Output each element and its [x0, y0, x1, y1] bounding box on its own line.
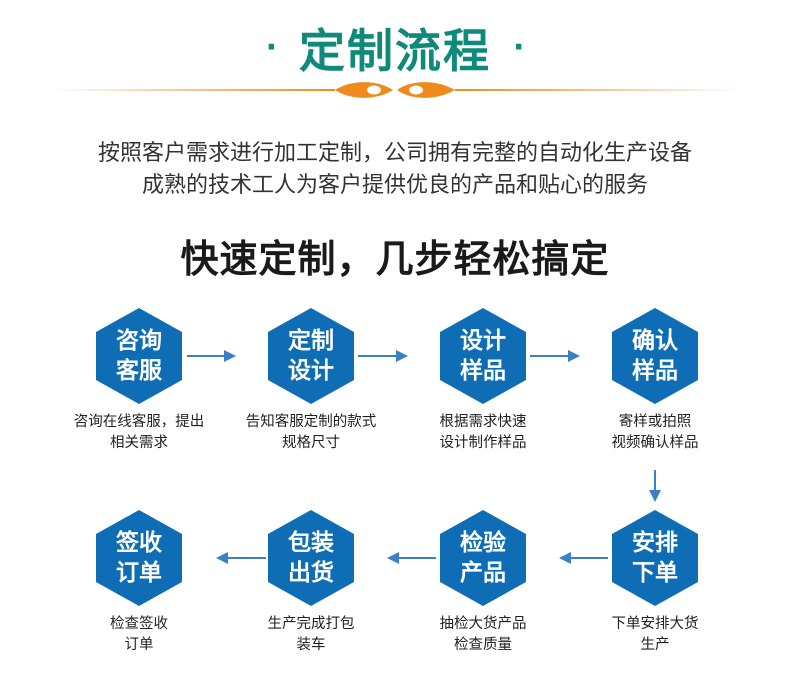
arrow-5-6-head [559, 552, 571, 564]
step-label: 定制 [288, 328, 334, 354]
step-description: 抽检大货产品 检查质量 [398, 614, 568, 656]
intro-text: 按照客户需求进行加工定制，公司拥有完整的自动化生产设备 成熟的技术工人为客户提供… [0, 138, 790, 202]
step-label: 检验 [460, 530, 506, 556]
step-desc-line: 告知客服定制的款式 [245, 414, 377, 430]
step-label: 安排 [632, 530, 678, 556]
step-desc-line: 规格尺寸 [282, 435, 340, 451]
step-description: 告知客服定制的款式 规格尺寸 [226, 412, 396, 454]
title-dot-right: · [513, 30, 525, 65]
step-description: 根据需求快速 设计制作样品 [398, 412, 568, 454]
step-desc-line: 装车 [296, 637, 326, 653]
arrow-6-7-head [387, 552, 399, 564]
headline: 快速定制，几步轻松搞定 [180, 237, 610, 281]
step-desc-line: 下单安排大货 [611, 616, 699, 632]
step-desc-line: 咨询在线客服，提出 [73, 414, 205, 430]
step-label: 订单 [116, 560, 162, 586]
step-label: 签收 [116, 530, 162, 556]
arrow-2-3-head [396, 350, 408, 362]
step-desc-line: 设计制作样品 [439, 435, 527, 451]
step-pack-ship: 包装出货 [268, 510, 354, 606]
step-inspect-product: 检验产品 [440, 510, 526, 606]
arrow-1-2-head [224, 350, 236, 362]
step-label: 包装 [288, 530, 334, 556]
step-desc-line: 寄样或拍照 [618, 414, 692, 430]
step-description: 咨询在线客服，提出 相关需求 [54, 412, 224, 454]
arrow-4-5-head [649, 490, 661, 502]
step-custom-design: 定制设计 [268, 308, 354, 404]
step-description: 寄样或拍照 视频确认样品 [570, 412, 740, 454]
title-divider-ornament [50, 82, 740, 98]
page-title: 定制流程 [299, 24, 491, 78]
step-label: 样品 [460, 358, 506, 384]
step-desc-line: 相关需求 [110, 435, 168, 451]
step-desc-line: 视频确认样品 [611, 435, 699, 451]
intro-line-2: 成熟的技术工人为客户提供优良的产品和贴心的服务 [141, 173, 648, 198]
step-label: 咨询 [116, 328, 162, 354]
step-label: 样品 [632, 358, 678, 384]
step-label: 设计 [460, 328, 506, 354]
title-dot-left: · [265, 30, 277, 65]
arrow-7-8-head [216, 552, 228, 564]
step-desc-line: 检查质量 [454, 637, 512, 653]
step-desc-line: 订单 [124, 637, 154, 653]
title-row: · 定制流程 · [0, 18, 790, 78]
step-desc-line: 生产完成打包 [267, 616, 355, 632]
step-desc-line: 生产 [640, 637, 670, 653]
step-desc-line: 检查签收 [110, 616, 168, 632]
step-label: 设计 [288, 358, 334, 384]
step-label: 出货 [288, 560, 334, 586]
step-label: 客服 [116, 358, 162, 384]
intro-line-1: 按照客户需求进行加工定制，公司拥有完整的自动化生产设备 [97, 141, 692, 166]
step-desc-line: 根据需求快速 [439, 414, 527, 430]
step-label: 下单 [632, 560, 678, 586]
step-design-sample: 设计样品 [440, 308, 526, 404]
step-label: 确认 [632, 328, 678, 354]
step-label: 产品 [460, 560, 506, 586]
step-description: 下单安排大货 生产 [570, 614, 740, 656]
step-description: 生产完成打包 装车 [226, 614, 396, 656]
arrow-3-4-head [568, 350, 580, 362]
step-desc-line: 抽检大货产品 [439, 616, 527, 632]
step-description: 检查签收 订单 [54, 614, 224, 656]
